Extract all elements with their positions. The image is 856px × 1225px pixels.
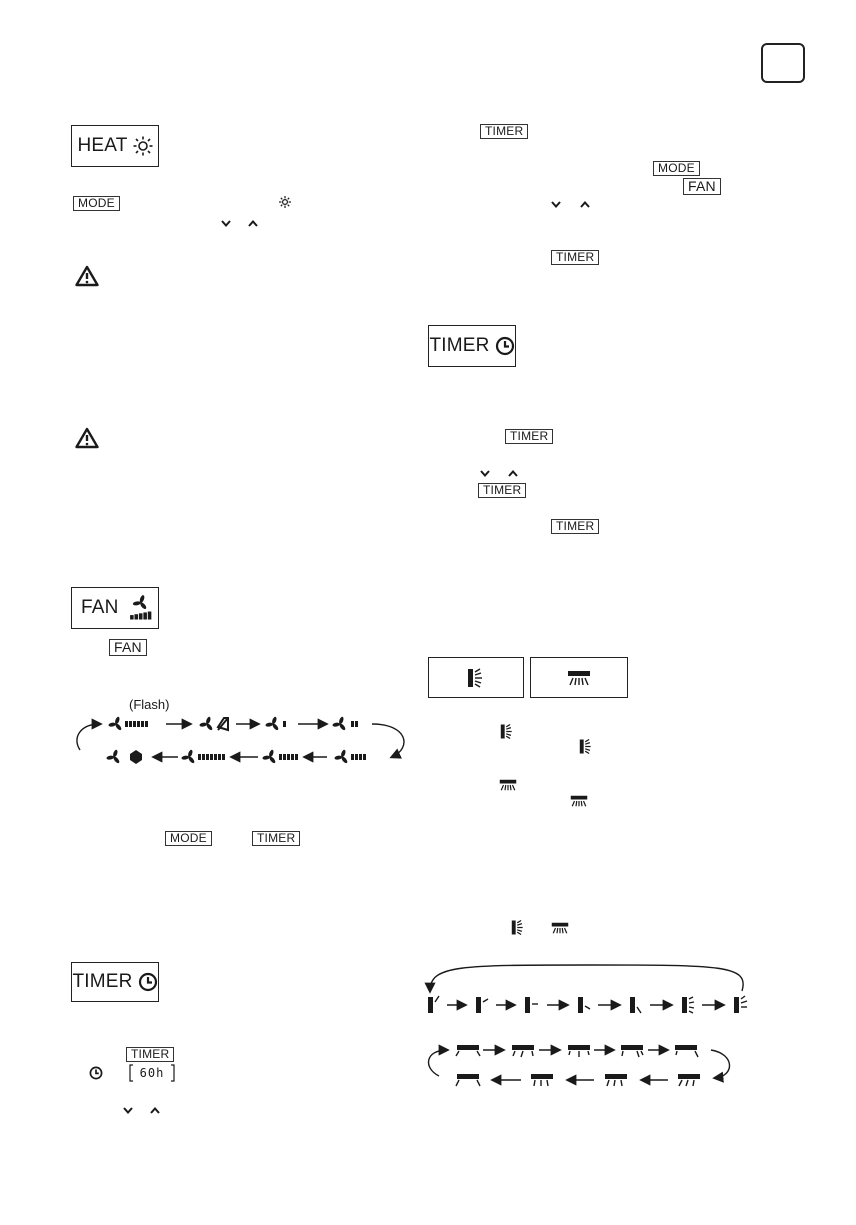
vertical-swing-box — [428, 657, 524, 698]
fan-speed-cycle-diagram — [76, 716, 405, 765]
horizontal-swing-icon — [551, 922, 569, 934]
chevron-up-icon — [508, 470, 518, 477]
timer-display-value: 60h — [139, 1066, 165, 1080]
timer-button-tag[interactable]: TIMER — [551, 250, 600, 265]
timer-button-tag[interactable]: TIMER — [551, 519, 600, 534]
vertical-swing-icon — [511, 919, 523, 936]
chevron-up-icon — [150, 1107, 160, 1114]
chevron-up-icon — [248, 220, 258, 227]
timer-mode-box: TIMER — [71, 962, 159, 1002]
sun-small-icon — [279, 196, 291, 208]
horizontal-swing-icon — [570, 795, 588, 807]
vertical-swing-icon — [500, 723, 512, 740]
timer-button-tag[interactable]: TIMER — [505, 429, 554, 444]
warning-icon — [75, 427, 99, 449]
fan-speed-icon — [129, 595, 151, 620]
chevron-down-icon — [480, 470, 490, 477]
timer-mode-label: TIMER — [72, 971, 133, 992]
timer-button-tag[interactable]: TIMER — [252, 831, 301, 846]
chevron-down-icon — [221, 220, 231, 227]
heat-mode-box: HEAT — [71, 125, 159, 167]
horizontal-louver-sequence-diagram — [427, 1044, 731, 1087]
horizontal-swing-icon — [568, 670, 590, 685]
mode-button-tag[interactable]: MODE — [165, 831, 212, 846]
sun-icon — [133, 136, 153, 156]
clock-icon — [138, 972, 157, 992]
vertical-louver-sequence-diagram — [424, 964, 748, 1014]
chevron-down-icon — [123, 1107, 133, 1114]
clock-icon — [495, 336, 514, 356]
fan-button-tag[interactable]: FAN — [683, 178, 721, 195]
language-box — [761, 43, 805, 83]
heat-mode-label: HEAT — [77, 135, 128, 156]
timer-button-tag[interactable]: TIMER — [126, 1047, 175, 1062]
fan-mode-box: FAN — [71, 587, 159, 629]
chevron-up-icon — [580, 201, 590, 208]
mode-button-tag[interactable]: MODE — [653, 161, 700, 176]
horizontal-swing-icon — [499, 779, 517, 791]
vertical-swing-icon — [468, 667, 482, 688]
mode-button-tag[interactable]: MODE — [73, 196, 120, 211]
horizontal-swing-box — [530, 657, 628, 698]
fan-mode-label: FAN — [81, 597, 119, 618]
timer-button-tag[interactable]: TIMER — [480, 124, 529, 139]
timer-button-tag[interactable]: TIMER — [478, 483, 527, 498]
flash-label: (Flash) — [129, 697, 170, 712]
vertical-swing-icon — [579, 738, 591, 755]
fan-button-tag[interactable]: FAN — [109, 639, 147, 656]
timer-mode-box: TIMER — [428, 325, 516, 367]
timer-mode-label: TIMER — [429, 335, 490, 356]
warning-icon — [75, 265, 99, 287]
clock-icon — [89, 1066, 103, 1080]
chevron-down-icon — [551, 201, 561, 208]
timer-display: 60h — [129, 1064, 175, 1082]
